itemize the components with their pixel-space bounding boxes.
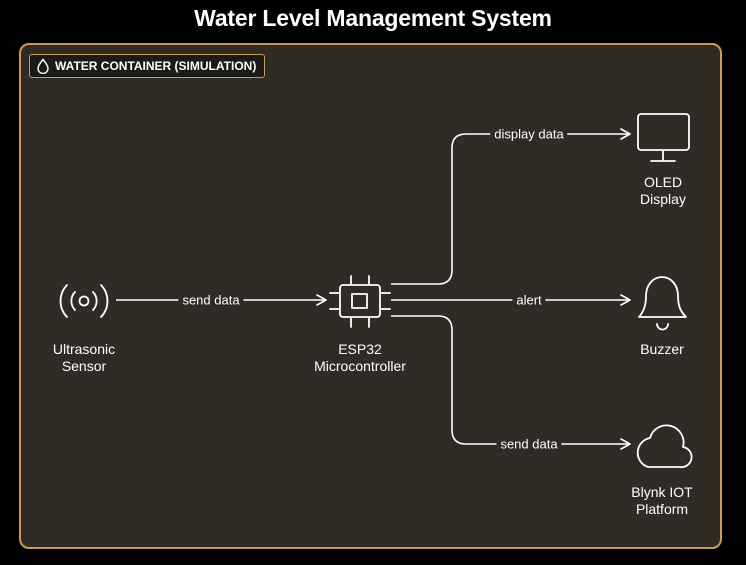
node-esp32-label-line2: Microcontroller (314, 358, 406, 374)
water-drop-icon (37, 58, 49, 74)
edge-esp32-to-blynk (391, 315, 631, 450)
node-blynk-label-line2: Platform (635, 501, 689, 517)
edge-label-esp32-to-blynk: send data (496, 436, 562, 452)
node-oled-label-line2: Display (640, 191, 686, 207)
monitor-icon (637, 113, 690, 162)
node-blynk: Blynk IOT Platform (631, 484, 692, 518)
edge-esp32-to-oled (391, 128, 631, 285)
node-sensor-label-line2: Sensor (61, 358, 107, 374)
cloud-icon (636, 424, 693, 468)
node-esp32: ESP32 Microcontroller (314, 341, 406, 375)
water-container-panel (19, 43, 722, 549)
bell-icon (638, 276, 687, 331)
node-blynk-label-line1: Blynk IOT (631, 484, 693, 500)
container-label: WATER CONTAINER (SIMULATION) (55, 59, 257, 73)
node-esp32-label-line1: ESP32 (338, 341, 382, 357)
page-title: Water Level Management System (194, 5, 552, 31)
edge-label-esp32-to-oled: display data (490, 126, 568, 142)
node-buzzer-label-line1: Buzzer (640, 341, 684, 357)
node-oled-label-line1: OLED (643, 174, 683, 190)
node-sensor: Ultrasonic Sensor (53, 341, 115, 375)
chip-icon (329, 275, 391, 328)
node-oled: OLED Display (640, 174, 686, 208)
edge-label-esp32-to-buzzer: alert (512, 292, 546, 308)
ultrasonic-sensor-icon (59, 284, 109, 318)
container-badge: WATER CONTAINER (SIMULATION) (29, 54, 266, 78)
node-sensor-label-line1: Ultrasonic (52, 341, 116, 357)
edge-label-sensor-to-esp32: send data (178, 292, 244, 308)
node-buzzer: Buzzer (640, 341, 684, 358)
